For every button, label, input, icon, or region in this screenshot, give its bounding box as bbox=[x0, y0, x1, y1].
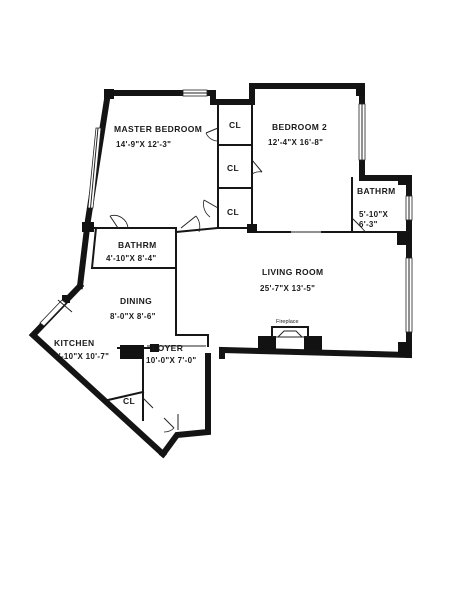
room-name: KITCHEN bbox=[54, 338, 95, 348]
closet-label: CL bbox=[227, 163, 240, 173]
room-name: FOYER bbox=[152, 343, 184, 353]
room-name: BATHRM bbox=[357, 186, 396, 196]
doors bbox=[57, 127, 367, 433]
room-dimensions: 10'-0"X 7'-0" bbox=[146, 356, 197, 365]
room-name: BATHRM bbox=[118, 240, 157, 250]
fireplace bbox=[271, 326, 309, 338]
room-dimensions: 6'-10"X 10'-7" bbox=[54, 352, 110, 361]
closet-label: CL bbox=[123, 396, 136, 406]
room-dimensions: 14'-9"X 12'-3" bbox=[116, 140, 172, 149]
room-dimensions: 5'-10"X bbox=[359, 210, 389, 219]
exterior-walls bbox=[28, 83, 413, 459]
room-name: BEDROOM 2 bbox=[272, 122, 328, 132]
windows bbox=[39, 89, 413, 333]
room-name: LIVING ROOM bbox=[262, 267, 324, 277]
room-name: DINING bbox=[120, 296, 153, 306]
fireplace-label: Fireplace bbox=[276, 319, 299, 325]
room-dimensions: 25'-7"X 13'-5" bbox=[260, 284, 316, 293]
structural-columns bbox=[62, 86, 411, 359]
room-dimensions: 6'-3" bbox=[359, 220, 378, 229]
room-dimensions: 8'-0"X 8'-6" bbox=[110, 312, 156, 321]
closet-label: CL bbox=[229, 120, 242, 130]
room-name: MASTER BEDROOM bbox=[114, 124, 203, 134]
room-dimensions: 12'-4"X 16'-8" bbox=[268, 138, 324, 147]
room-dimensions: 4'-10"X 8'-4" bbox=[106, 254, 157, 263]
closet-label: CL bbox=[227, 207, 240, 217]
